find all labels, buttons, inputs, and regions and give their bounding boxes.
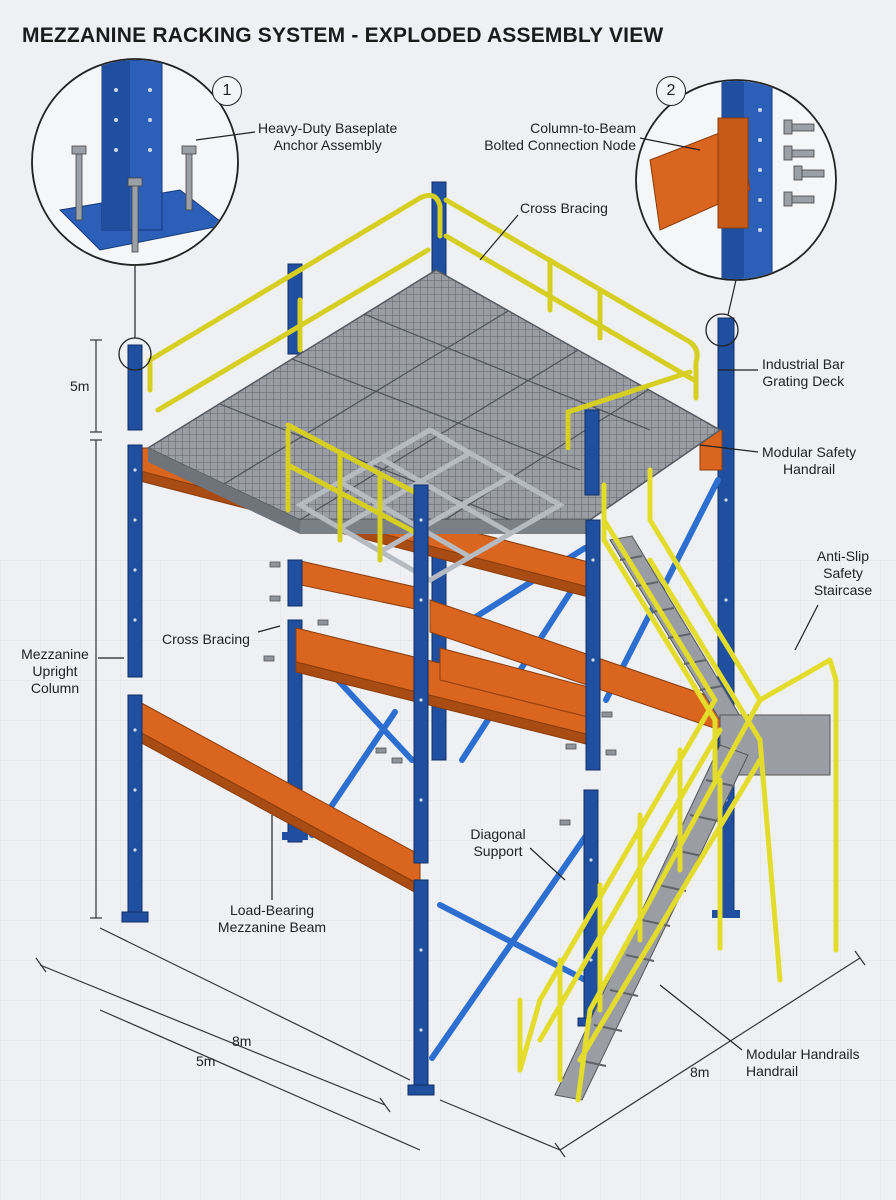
detail-number-1: 1 — [212, 76, 242, 106]
dimension-front-length: 8m — [232, 1033, 252, 1049]
callout-leaders — [98, 214, 819, 1051]
callout-deck-line2: Grating Deck — [762, 373, 845, 389]
callout-beam-line1: Load-Bearing — [229, 902, 315, 918]
callout-upright-column: Mezzanine Upright Column — [18, 646, 92, 697]
callout-column-line1: Mezzanine — [21, 646, 89, 662]
dimension-lines — [35, 339, 866, 1158]
callout-stair-line1: Anti-Slip — [816, 548, 870, 564]
column-perforations — [133, 468, 728, 1032]
callout-beam-line2: Mezzanine Beam — [217, 919, 327, 935]
callout-beam: Load-Bearing Mezzanine Beam — [214, 902, 330, 936]
detail-number-2: 2 — [656, 76, 686, 106]
callout-baseplate-line2: Anchor Assembly — [273, 137, 382, 153]
callout-mod-handrail-line2: Handrail — [746, 1063, 799, 1079]
callout-staircase: Anti-Slip Safety Staircase — [806, 548, 880, 599]
callout-column-line3: Column — [30, 680, 80, 696]
dimension-side-length: 8m — [690, 1064, 710, 1080]
exploded-deck-frame — [294, 427, 566, 583]
diagram-title: MEZZANINE RACKING SYSTEM - EXPLODED ASSE… — [22, 24, 664, 47]
detail-connection-node — [635, 79, 837, 347]
callout-connection-line2: Bolted Connection Node — [484, 137, 636, 153]
callout-stair-line3: Staircase — [813, 582, 873, 598]
callout-connection-line1: Column-to-Beam — [530, 120, 636, 136]
safety-staircase — [517, 467, 839, 1103]
callout-modular-handrails: Modular Handrails Handrail — [746, 1046, 860, 1080]
callout-baseplate: Heavy-Duty Baseplate Anchor Assembly — [258, 120, 397, 154]
dimension-upper-height: 5m — [70, 378, 90, 394]
callout-diagonal-line2: Support — [473, 843, 523, 859]
callout-handrail-line2: Handrail — [783, 461, 836, 477]
callout-cross-bracing-mid: Cross Bracing — [162, 631, 250, 647]
callout-deck: Industrial Bar Grating Deck — [762, 356, 844, 390]
callout-mod-handrail-line1: Modular Handrails — [746, 1046, 860, 1062]
callout-connection-node: Column-to-Beam Bolted Connection Node — [470, 120, 636, 154]
callout-cross-bracing-top: Cross Bracing — [520, 200, 608, 216]
callout-column-line2: Upright — [32, 663, 78, 679]
dimension-front-width: 5m — [196, 1053, 216, 1069]
bar-grating-deck — [146, 269, 722, 534]
callout-diagonal-line1: Diagonal — [470, 826, 526, 842]
callout-deck-line1: Industrial Bar — [762, 356, 845, 372]
callout-safety-handrail: Modular Safety Handrail — [762, 444, 856, 478]
callout-handrail-line1: Modular Safety — [762, 444, 857, 460]
exploded-bolts — [263, 561, 617, 826]
callout-baseplate-line1: Heavy-Duty Baseplate — [258, 120, 398, 136]
callout-stair-line2: Safety — [823, 565, 863, 581]
callout-diagonal-support: Diagonal Support — [466, 826, 530, 860]
front-columns — [121, 344, 605, 1096]
detail-baseplate — [31, 58, 256, 371]
